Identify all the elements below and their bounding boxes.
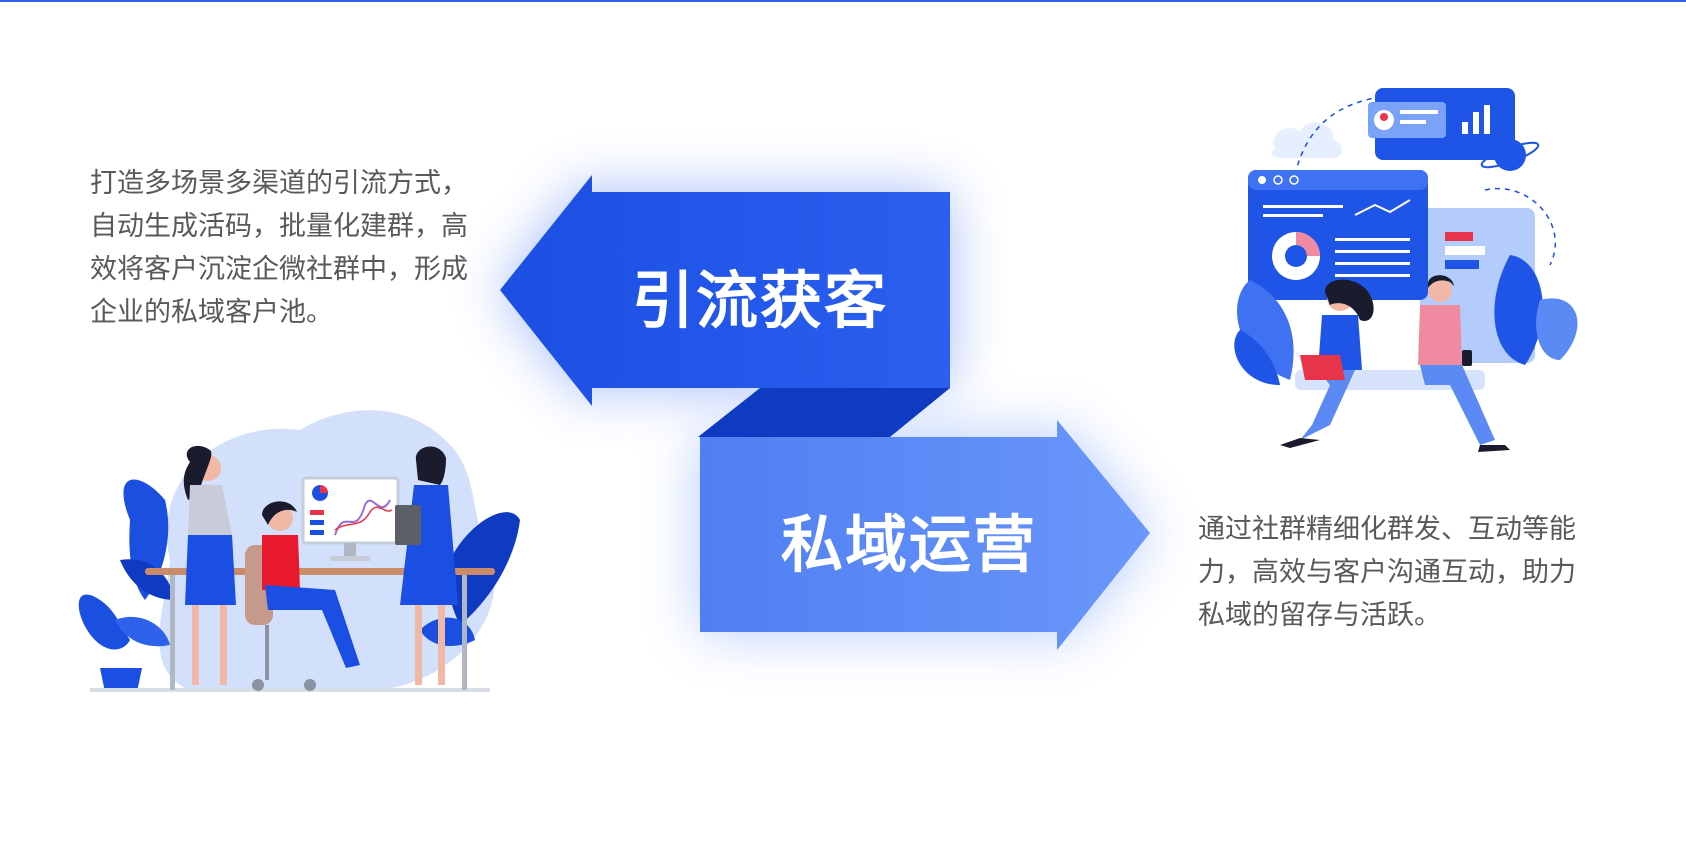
description-line: 私域的留存与活跃。 — [1198, 600, 1441, 631]
description-line: 力，高效与客户沟通互动，助力 — [1198, 557, 1576, 588]
dashboard-collaboration-illustration — [1234, 88, 1578, 452]
description-line: 通过社群精细化群发、互动等能 — [1198, 514, 1576, 545]
description-line: 打造多场景多渠道的引流方式， — [90, 168, 468, 199]
arrow-label-private-domain: 私域运营 — [781, 508, 1038, 581]
team-meeting-illustration — [78, 410, 520, 692]
description-private-domain: 通过社群精细化群发、互动等能 力，高效与客户沟通互动，助力 私域的留存与活跃。 — [1198, 508, 1628, 637]
description-acquisition: 打造多场景多渠道的引流方式， 自动生成活码，批量化建群，高 效将客户沉淀企微社群… — [90, 162, 510, 334]
arrow-bottom-shape — [700, 420, 1150, 650]
top-accent-line — [0, 0, 1686, 2]
arrow-fold — [698, 388, 950, 437]
arrow-label-acquisition: 引流获客 — [632, 264, 889, 337]
description-line: 自动生成活码，批量化建群，高 — [90, 211, 468, 242]
description-line: 企业的私域客户池。 — [90, 297, 333, 328]
description-line: 效将客户沉淀企微社群中，形成 — [90, 254, 468, 285]
arrow-top-shape — [500, 175, 950, 406]
